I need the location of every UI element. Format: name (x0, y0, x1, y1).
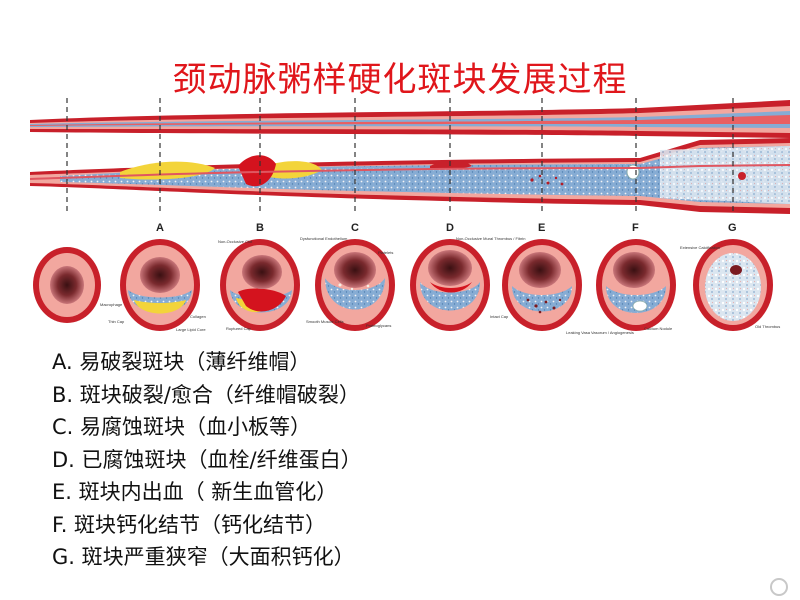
legend-item-g: G. 斑块严重狭窄（大面积钙化） (52, 545, 355, 569)
section-label-e: E (538, 222, 545, 234)
annotation-c-3: Smooth Muscle Cells (306, 319, 344, 324)
upper-artery (30, 100, 790, 138)
cross-section-normal (33, 247, 101, 323)
cross-section-g: Extensive Calcification Old Thrombus (680, 239, 780, 331)
legend-item-f: F. 斑块钙化结节（钙化结节） (52, 512, 327, 537)
annotation-a-4: Large Lipid Core (176, 327, 206, 332)
legend-list: A. 易破裂斑块（薄纤维帽） B. 斑块破裂/愈合（纤维帽破裂） C. 易腐蚀斑… (52, 346, 362, 574)
legend-item-a: A. 易破裂斑块（薄纤维帽） (52, 350, 311, 374)
cross-section-d: Non-Occlusive Mural Thrombus / Fibrin (410, 236, 526, 331)
annotation-a-2: Thin Cap (108, 319, 125, 324)
watermark (770, 578, 792, 596)
annotation-g-1: Extensive Calcification (680, 245, 720, 250)
cross-section-f: Calcium Nodule (596, 239, 676, 331)
legend-item-b: B. 斑块破裂/愈合（纤维帽破裂） (52, 382, 360, 407)
cross-section-e: Intact Cap Leaking Vasa Vasorum / Angiog… (490, 239, 634, 335)
artery-diagram: A B C D E F G Macrophage Thin Cap Collag… (29, 98, 791, 335)
legend-item-c: C. 易腐蚀斑块（血小板等） (52, 415, 312, 439)
annotation-e-1: Intact Cap (490, 314, 509, 319)
annotation-c-4: Proteoglycans (366, 323, 391, 328)
annotation-d-1: Non-Occlusive Mural Thrombus / Fibrin (456, 236, 526, 241)
legend-item-e: E. 斑块内出血（ 新生血管化） (52, 480, 338, 504)
diagram-title: 颈动脉粥样硬化斑块发展过程 (172, 60, 628, 100)
annotation-c-1: Dysfunctional Endothelium (300, 236, 348, 241)
lower-artery (29, 138, 791, 214)
cross-section-b: Non-Occlusive Clot Ruptured Cap (218, 239, 300, 331)
section-label-a: A (156, 222, 164, 234)
annotation-e-2: Leaking Vasa Vasorum / Angiogenesis (566, 330, 634, 335)
section-label-g: G (728, 222, 737, 234)
section-label-c: C (351, 222, 359, 234)
annotation-a-1: Macrophage (100, 302, 123, 307)
section-lines (66, 98, 734, 215)
annotation-b-2: Ruptured Cap (226, 326, 252, 331)
annotation-c-2: Platelets (378, 250, 393, 255)
section-label-f: F (632, 222, 639, 234)
legend-item-d: D. 已腐蚀斑块（血栓/纤维蛋白） (52, 447, 362, 472)
annotation-a-3: Collagen (190, 314, 206, 319)
section-label-b: B (256, 222, 264, 234)
annotation-f-1: Calcium Nodule (644, 326, 673, 331)
cross-section-c: Dysfunctional Endothelium Platelets Smoo… (300, 236, 395, 331)
cross-section-a: Macrophage Thin Cap Collagen Large Lipid… (100, 239, 206, 332)
section-label-d: D (446, 222, 454, 234)
annotation-g-2: Old Thrombus (755, 324, 780, 329)
watermark-logo-icon (770, 578, 788, 596)
annotation-b-1: Non-Occlusive Clot (218, 239, 253, 244)
